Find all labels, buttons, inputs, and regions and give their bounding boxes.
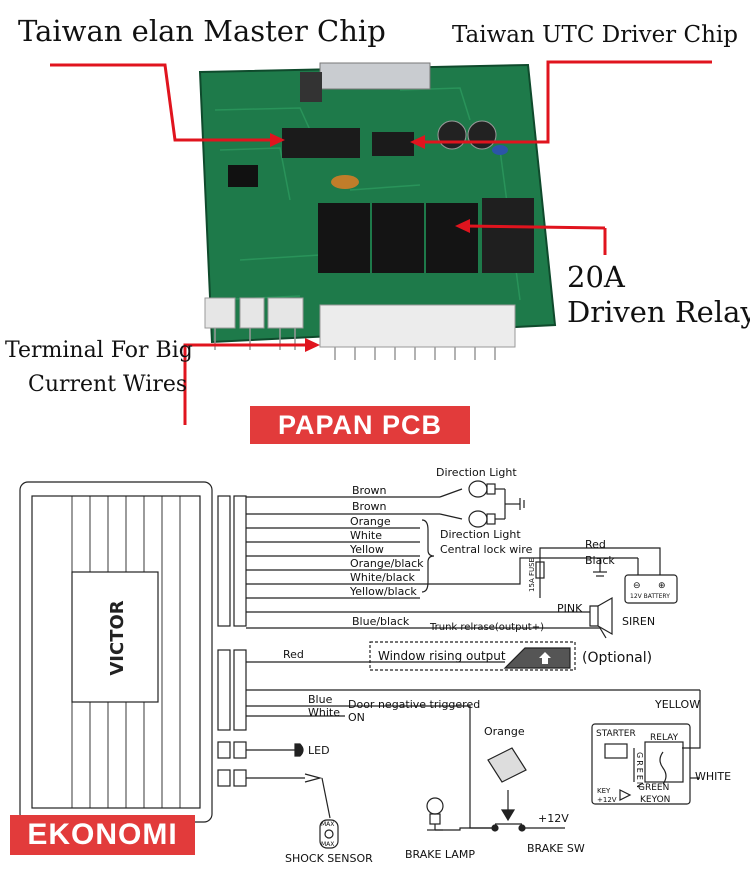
- label-white-right: WHITE: [695, 770, 731, 783]
- label-direction-light-bottom: Direction Light: [440, 528, 521, 541]
- label-yellow: Yellow: [349, 543, 384, 556]
- label-brown-1: Brown: [352, 484, 387, 497]
- terminal-label-line1: Terminal For Big: [5, 338, 193, 363]
- relay-box-key: KEY: [597, 787, 611, 795]
- label-battery: 12V BATTERY: [630, 593, 670, 600]
- label-battery-neg: ⊖: [633, 581, 641, 591]
- label-orange-black: Orange/black: [350, 557, 424, 570]
- label-shock-max-top: MAX: [321, 821, 334, 828]
- brand-text: VICTOR: [107, 600, 128, 675]
- label-battery-pos: ⊕: [658, 581, 666, 591]
- label-on: ON: [348, 711, 365, 724]
- label-brown-2: Brown: [352, 500, 387, 513]
- label-yellow-black: Yellow/black: [349, 585, 417, 598]
- label-white-on: White: [308, 706, 340, 719]
- wiring-diagram: VICTOR Direction Light Brown Brown Direc…: [19, 466, 731, 865]
- big-terminal: [319, 304, 516, 348]
- relay-box: [591, 723, 691, 805]
- relay-box-key12: +12V: [597, 796, 617, 804]
- brake-pedal: [487, 747, 527, 783]
- label-white: White: [350, 529, 382, 542]
- label-brake-lamp: BRAKE LAMP: [405, 848, 475, 861]
- relay-box-keyon: KEYON: [640, 795, 670, 805]
- label-pink: PINK: [557, 602, 583, 615]
- label-battery-red: Red: [585, 538, 606, 551]
- module-label-panel: [71, 571, 159, 703]
- shock-sensor: [319, 819, 339, 849]
- label-white-black: White/black: [350, 571, 416, 584]
- relay-2: [372, 203, 424, 273]
- label-fuse: 15A FUSE: [528, 558, 536, 592]
- relay-label-line2: Driven Relay: [567, 295, 750, 329]
- relay-box-relay: RELAY: [650, 733, 679, 743]
- pcb-board-illustration: [50, 60, 712, 425]
- label-blue: Blue: [308, 693, 333, 706]
- relay-box-green: GREEN: [638, 783, 669, 793]
- window-icon: [503, 647, 571, 669]
- relay-label-line1: 20A: [567, 260, 625, 294]
- driver-chip: [372, 132, 414, 156]
- label-window: Window rising output: [378, 649, 506, 663]
- relay-callout: [464, 224, 607, 255]
- relay-1: [318, 203, 370, 273]
- label-yellow-right: YELLOW: [654, 698, 700, 711]
- label-orange: Orange: [350, 515, 391, 528]
- label-direction-light-top: Direction Light: [436, 466, 517, 479]
- label-blue-black: Blue/black: [352, 615, 410, 628]
- label-battery-black: Black: [585, 554, 615, 567]
- relay-4: [482, 198, 534, 273]
- label-central-lock: Central lock wire: [440, 543, 533, 556]
- ekonomi-badge: EKONOMI: [10, 815, 195, 855]
- label-door: Door negative triggered: [348, 698, 480, 711]
- battery: [624, 574, 678, 604]
- master-chip-callout: [50, 63, 275, 142]
- label-led: LED: [308, 744, 330, 757]
- relay-3: [426, 203, 478, 273]
- label-red-window: Red: [283, 648, 304, 661]
- label-shock-max-bottom: MAX: [321, 841, 334, 848]
- relay-box-starter: STARTER: [596, 729, 636, 739]
- relay-box-green-vertical: GREEN: [635, 752, 644, 790]
- label-optional: (Optional): [582, 650, 652, 666]
- terminal-label-line2: Current Wires: [28, 372, 188, 397]
- driver-chip-callout: [420, 60, 712, 144]
- pcb-section: Taiwan elan Master Chip Taiwan UTC Drive…: [5, 14, 750, 444]
- pcb-badge: PAPAN PCB: [250, 406, 470, 444]
- label-plus12: +12V: [538, 812, 569, 825]
- terminal-callout: [183, 343, 310, 425]
- label-orange-pedal: Orange: [484, 725, 525, 738]
- brake-lamp: [426, 797, 444, 815]
- master-chip: [282, 128, 360, 158]
- master-chip-label: Taiwan elan Master Chip: [18, 14, 386, 48]
- label-brake-sw: BRAKE SW: [527, 842, 585, 855]
- label-siren: SIREN: [622, 615, 655, 628]
- label-shock: SHOCK SENSOR: [285, 852, 373, 865]
- label-trunk: Trunk relrase(output+): [429, 622, 544, 633]
- driver-chip-label: Taiwan UTC Driver Chip: [452, 22, 738, 48]
